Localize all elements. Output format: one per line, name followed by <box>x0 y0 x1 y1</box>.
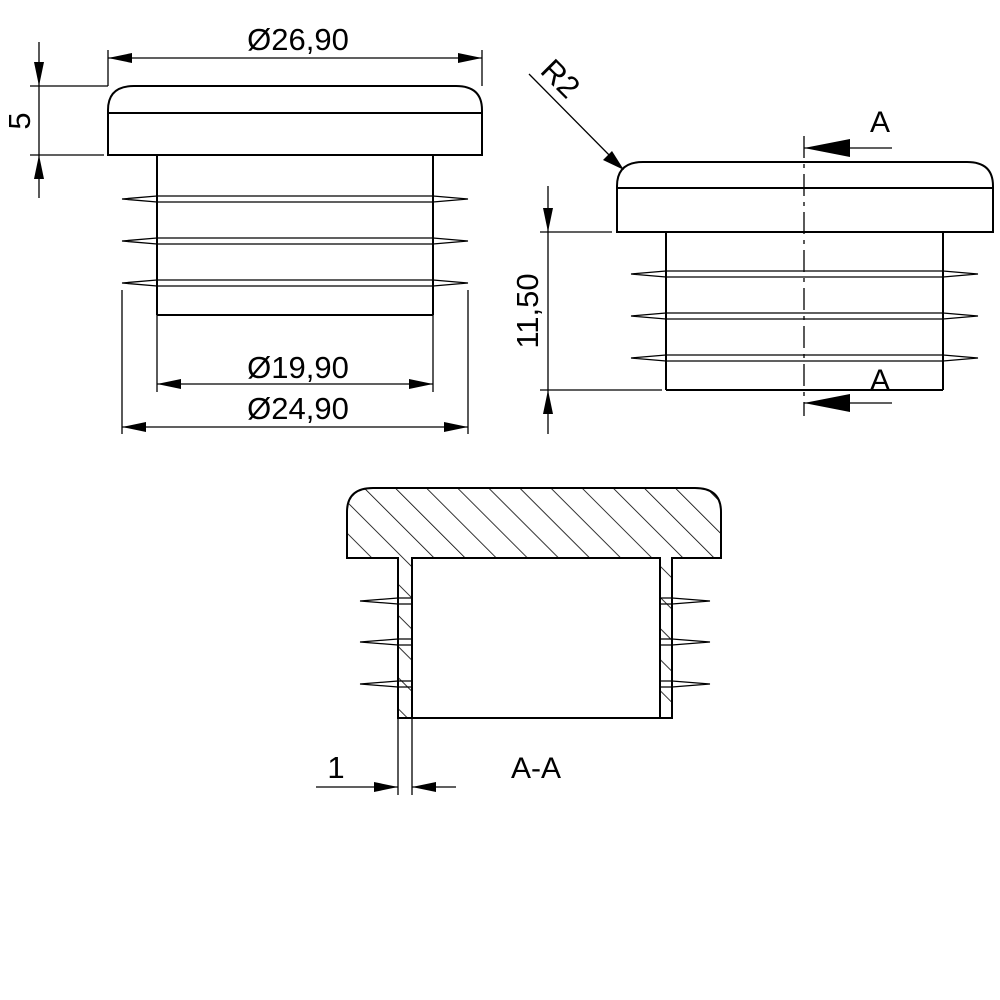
section-title: A-A <box>511 752 561 785</box>
dim-radius: R2 <box>528 52 624 170</box>
cap-height-label: 5 <box>2 112 37 129</box>
dim-fin-diameter: Ø24,90 <box>121 290 469 434</box>
front-fins <box>121 195 469 287</box>
side-view: A A R2 11,50 <box>510 52 994 434</box>
section-marker-bottom: A <box>870 364 890 397</box>
section-line-a: A A <box>803 106 892 416</box>
dim-overall-height: 11,50 <box>510 186 662 434</box>
section-marker-top: A <box>870 106 890 139</box>
dim-wall-thickness: 1 <box>316 718 456 795</box>
fin-diameter-label: Ø24,90 <box>247 391 349 426</box>
radius-label: R2 <box>534 52 587 105</box>
section-inner-cavity <box>411 558 661 719</box>
front-view: Ø26,90 5 Ø19,90 Ø24,90 <box>2 22 483 434</box>
section-fins <box>359 597 711 688</box>
cap-diameter-label: Ø26,90 <box>247 22 349 57</box>
section-view: 1 A-A <box>316 487 722 795</box>
side-cap-outline <box>616 161 994 233</box>
dim-cap-diameter: Ø26,90 <box>107 22 483 86</box>
inner-diameter-label: Ø19,90 <box>247 350 349 385</box>
wall-thickness-label: 1 <box>327 750 344 785</box>
dim-inner-diameter: Ø19,90 <box>156 315 434 392</box>
section-hatch-area <box>346 487 722 719</box>
front-cap-outline <box>107 85 483 156</box>
overall-height-label: 11,50 <box>510 273 545 348</box>
dim-cap-height: 5 <box>2 42 108 198</box>
